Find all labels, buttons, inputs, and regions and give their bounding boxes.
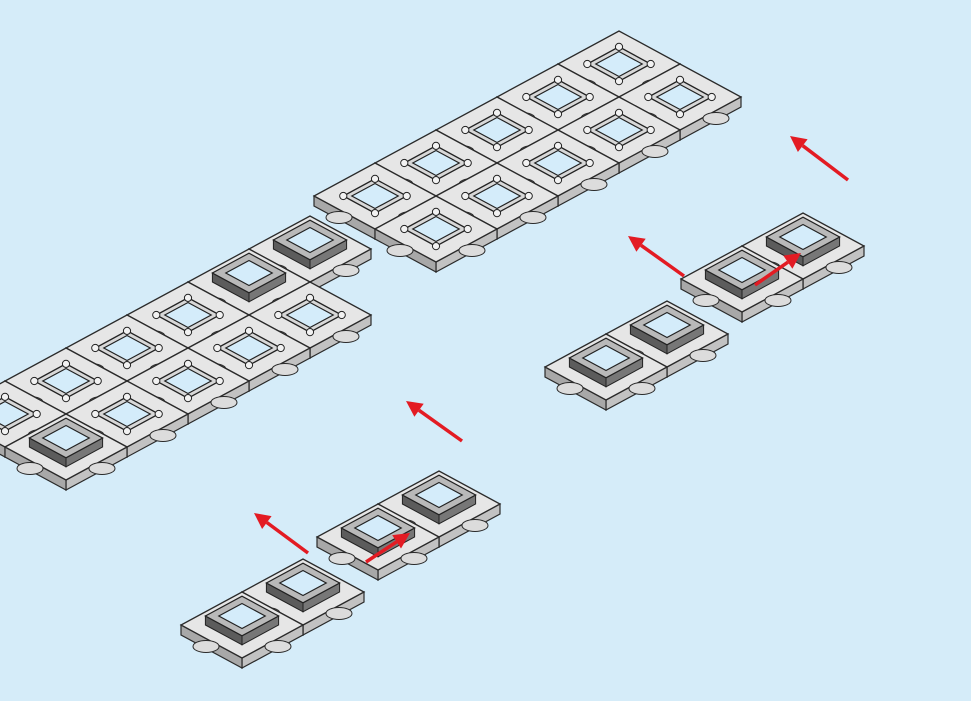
assembly-upper-tile <box>543 333 669 412</box>
arrow <box>628 236 686 278</box>
assembly-lower-tile <box>315 503 441 582</box>
base-tile <box>3 413 129 492</box>
arrow <box>754 253 801 287</box>
arrow <box>790 136 850 182</box>
arrow <box>365 533 410 564</box>
arrow <box>406 401 464 443</box>
base-tile <box>373 195 499 274</box>
arrow <box>254 513 310 555</box>
assembly-upper-tile <box>679 245 805 324</box>
assembly-lower-tile <box>179 591 305 670</box>
